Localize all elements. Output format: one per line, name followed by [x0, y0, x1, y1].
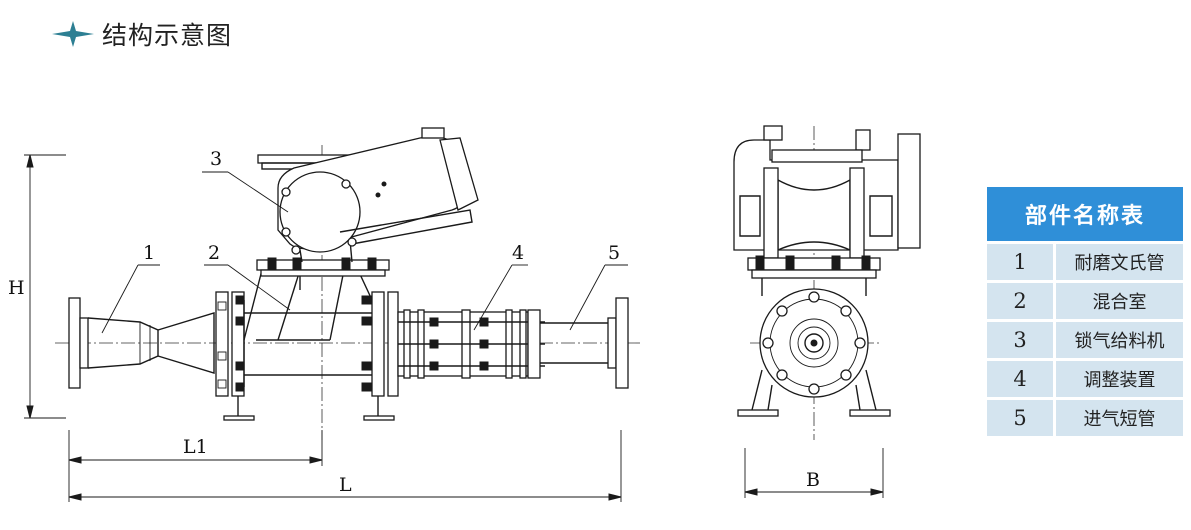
callout-5: 5	[569, 242, 628, 331]
callout-number: 5	[608, 242, 620, 264]
mixing-chamber	[243, 269, 373, 387]
dimension-label: L1	[183, 436, 208, 458]
callout-1: 1	[101, 242, 160, 334]
callout-number: 2	[208, 242, 220, 264]
part-number: 3	[987, 319, 1056, 358]
part-name: 耐磨文氏管	[1056, 241, 1183, 280]
left-flange-pair	[215, 291, 255, 421]
parts-table: 部件名称表 1 耐磨文氏管 2 混合室 3 锁气给料机 4 调整装置 5 进气短…	[987, 187, 1183, 436]
callout-number: 3	[210, 148, 222, 170]
callout-number: 4	[512, 242, 524, 264]
dimension-label: L	[339, 474, 352, 496]
right-flange-pair	[361, 291, 399, 421]
adjustment-device	[397, 309, 545, 379]
parts-table-title: 部件名称表	[987, 187, 1183, 241]
part-number: 2	[987, 280, 1056, 319]
venturi-tube	[68, 297, 215, 389]
table-row: 3 锁气给料机	[987, 319, 1183, 358]
table-row: 2 混合室	[987, 280, 1183, 319]
part-name: 混合室	[1056, 280, 1183, 319]
callout-number: 1	[143, 242, 155, 264]
part-number: 4	[987, 358, 1056, 397]
dimension-l1: L1	[68, 430, 323, 502]
part-name: 调整装置	[1056, 358, 1183, 397]
dimension-h: H	[8, 154, 66, 419]
part-number: 1	[987, 241, 1056, 280]
part-name: 锁气给料机	[1056, 319, 1183, 358]
airlock-feeder	[257, 127, 479, 263]
dimension-label: B	[806, 469, 820, 491]
table-row: 4 调整装置	[987, 358, 1183, 397]
front-view: 1 2 3 4 5 H	[8, 127, 640, 502]
part-name: 进气短管	[1056, 397, 1183, 436]
part-number: 5	[987, 397, 1056, 436]
four-point-star-icon	[52, 21, 94, 47]
section-header: 结构示意图	[50, 14, 232, 54]
inlet-short-pipe	[540, 297, 629, 389]
callout-4: 4	[473, 242, 528, 331]
callout-2: 2	[204, 242, 291, 311]
dimension-l: L	[68, 430, 622, 502]
table-row: 1 耐磨文氏管	[987, 241, 1183, 280]
callout-3: 3	[202, 148, 289, 213]
side-view: B	[733, 125, 921, 498]
dimension-label: H	[8, 277, 25, 299]
table-row: 5 进气短管	[987, 397, 1183, 436]
page-title: 结构示意图	[102, 21, 233, 50]
top-flange	[256, 257, 390, 277]
